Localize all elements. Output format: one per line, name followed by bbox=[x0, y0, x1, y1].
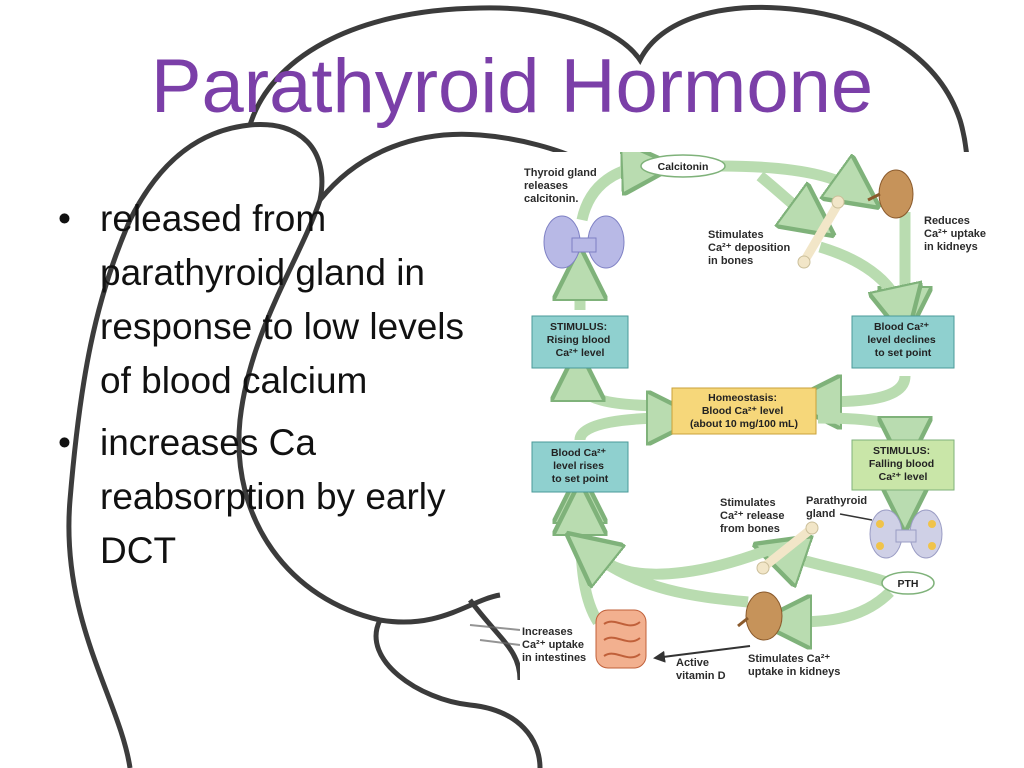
nephron-outline-inner bbox=[318, 131, 582, 202]
kidney-icon bbox=[737, 591, 783, 641]
release-line: Ca²⁺ release bbox=[720, 510, 785, 522]
arrow-intestine-to-rises bbox=[580, 512, 598, 625]
intestine-uptake-text: Increases Ca²⁺ uptake in intestines bbox=[522, 626, 587, 664]
parathyroid-gland-text: Parathyroid gland bbox=[806, 495, 870, 520]
arrow-calcitonin-to-kidney bbox=[719, 166, 855, 190]
reduces-line: Reduces bbox=[924, 215, 970, 227]
blood-declines-line: level declines bbox=[867, 334, 935, 346]
homeostasis-text: Homeostasis: Blood Ca²⁺ level (about 10 … bbox=[690, 392, 798, 430]
kidney-icon bbox=[867, 169, 914, 219]
arrow-pth-to-bone bbox=[782, 554, 894, 590]
arrow-homeostasis-to-falling bbox=[817, 412, 905, 440]
arrow-vitamin-d bbox=[653, 645, 751, 663]
bullet-list: • released from parathyroid gland in res… bbox=[58, 192, 498, 586]
bullet-item: • released from parathyroid gland in res… bbox=[58, 192, 498, 408]
deposition-line: Stimulates bbox=[708, 229, 764, 241]
bone-icon bbox=[797, 195, 845, 269]
pth-oval bbox=[881, 571, 935, 595]
bone-icon bbox=[756, 521, 819, 575]
intestine-line: Increases bbox=[522, 626, 573, 638]
blood-rises-line: Blood Ca²⁺ bbox=[551, 447, 607, 459]
vitamin-line: vitamin D bbox=[676, 670, 726, 682]
reduces-line: in kidneys bbox=[924, 241, 978, 253]
arrow-bone-to-declines bbox=[818, 241, 900, 310]
stimulus-rising-box bbox=[531, 315, 629, 369]
stimulus-rising-text: STIMULUS: Rising blood Ca²⁺ level bbox=[547, 321, 614, 359]
stimulus-falling-line: Ca²⁺ level bbox=[879, 471, 928, 483]
stimulus-falling-box bbox=[851, 439, 955, 491]
kidney-uptake-line: uptake in kidneys bbox=[748, 666, 840, 678]
thyroid-gland-icon bbox=[543, 215, 625, 269]
arrow-rises-to-homeostasis bbox=[574, 418, 670, 440]
kidney-uptake-line: Stimulates Ca²⁺ bbox=[748, 653, 830, 665]
arrow-declines-to-homeostasis bbox=[818, 376, 911, 402]
nephron-outline-top bbox=[247, 5, 971, 261]
parathyroid-line: Parathyroid bbox=[806, 495, 867, 507]
bullet-dot: • bbox=[58, 422, 71, 463]
vitamin-line: Active bbox=[676, 657, 709, 669]
nephron-faint-line bbox=[469, 624, 521, 646]
stimulus-rising-line: Ca²⁺ level bbox=[556, 347, 605, 359]
reduces-line: Ca²⁺ uptake bbox=[924, 228, 986, 240]
homeostasis-box bbox=[671, 387, 817, 435]
arrow-pth-to-kidney bbox=[788, 587, 894, 622]
release-line: from bones bbox=[720, 523, 780, 535]
blood-declines-box bbox=[851, 315, 955, 369]
calcium-homeostasis-diagram: Calcitonin Thyroid gland releases calcit… bbox=[520, 152, 1020, 684]
bullet-text: increases Ca reabsorption by early DCT bbox=[100, 422, 446, 571]
vitamin-d-text: Active vitamin D bbox=[676, 657, 726, 682]
intestine-icon bbox=[595, 609, 647, 669]
homeostasis-line: (about 10 mg/100 mL) bbox=[690, 418, 798, 430]
nephron-outline-tube bbox=[468, 598, 523, 681]
arrow-homeostasis-to-stimulus bbox=[578, 378, 673, 412]
blood-rises-text: Blood Ca²⁺ level rises to set point bbox=[551, 447, 609, 485]
thyroid-line: calcitonin. bbox=[524, 193, 578, 205]
calcitonin-oval bbox=[640, 154, 726, 178]
bullet-dot: • bbox=[58, 198, 71, 239]
release-bones-text: Stimulates Ca²⁺ release from bones bbox=[720, 497, 788, 535]
deposition-line: in bones bbox=[708, 255, 753, 267]
kidney-uptake-text: Stimulates Ca²⁺ uptake in kidneys bbox=[748, 653, 840, 678]
parathyroid-line: gland bbox=[806, 508, 835, 520]
arrow-thyroid-to-calcitonin bbox=[576, 167, 645, 222]
nephron-outline-left bbox=[66, 121, 501, 768]
homeostasis-line: Blood Ca²⁺ level bbox=[702, 405, 783, 417]
stimulus-falling-text: STIMULUS: Falling blood Ca²⁺ level bbox=[869, 445, 937, 483]
blood-declines-text: Blood Ca²⁺ level declines to set point bbox=[867, 321, 938, 359]
blood-declines-line: Blood Ca²⁺ bbox=[874, 321, 930, 333]
reduces-uptake-text: Reduces Ca²⁺ uptake in kidneys bbox=[924, 215, 989, 253]
bullet-item: • increases Ca reabsorption by early DCT bbox=[58, 416, 498, 578]
pth-label: PTH bbox=[898, 578, 919, 590]
intestine-line: in intestines bbox=[522, 652, 586, 664]
intestine-line: Ca²⁺ uptake bbox=[522, 639, 584, 651]
blood-rises-line: to set point bbox=[552, 473, 609, 485]
nephron-outline-bottom bbox=[373, 618, 543, 768]
parathyroid-pointer bbox=[839, 513, 873, 521]
deposition-text: Stimulates Ca²⁺ deposition in bones bbox=[708, 229, 793, 267]
bullet-text: released from parathyroid gland in respo… bbox=[100, 198, 465, 401]
arrow-calcitonin-to-bone bbox=[756, 171, 810, 218]
slide-title: Parathyroid Hormone bbox=[150, 44, 874, 129]
calcitonin-label: Calcitonin bbox=[658, 161, 709, 173]
stimulus-falling-line: Falling blood bbox=[869, 458, 934, 470]
thyroid-line: releases bbox=[524, 180, 568, 192]
parathyroid-gland-icon bbox=[869, 509, 943, 559]
release-line: Stimulates bbox=[720, 497, 776, 509]
homeostasis-line: Homeostasis: bbox=[708, 392, 777, 404]
blood-rises-box bbox=[531, 441, 629, 493]
arrow-kidney-to-rises bbox=[590, 552, 749, 608]
stimulus-falling-line: STIMULUS: bbox=[873, 445, 930, 457]
thyroid-releases-text: Thyroid gland releases calcitonin. bbox=[524, 167, 600, 205]
blood-declines-line: to set point bbox=[875, 347, 932, 359]
deposition-line: Ca²⁺ deposition bbox=[708, 242, 790, 254]
stimulus-rising-line: STIMULUS: bbox=[550, 321, 607, 333]
thyroid-line: Thyroid gland bbox=[524, 167, 597, 179]
stimulus-rising-line: Rising blood bbox=[547, 334, 611, 346]
blood-rises-line: level rises bbox=[553, 460, 604, 472]
